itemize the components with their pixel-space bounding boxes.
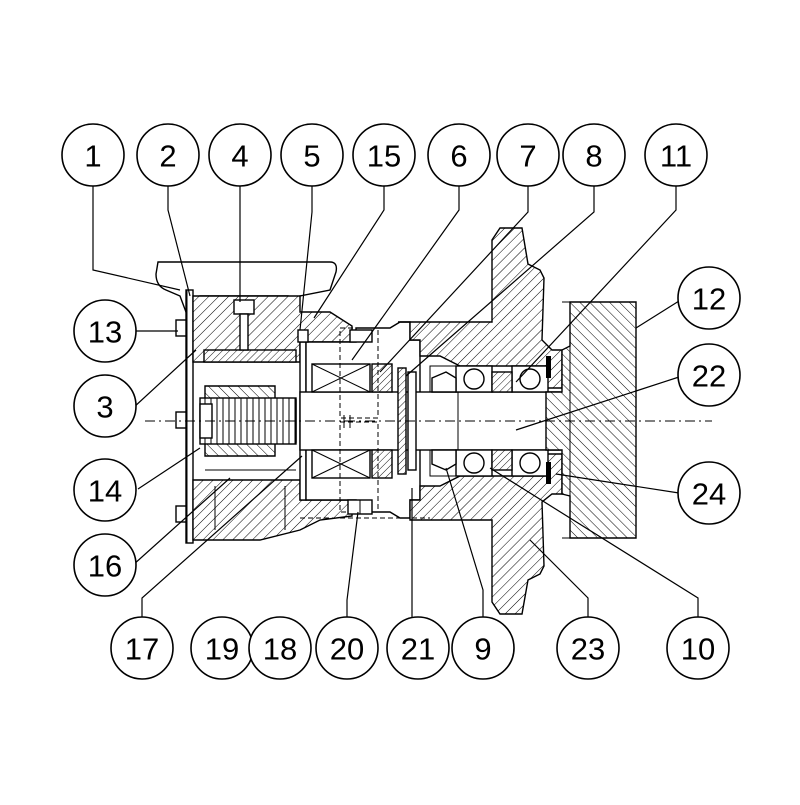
callout-23: 23: [556, 616, 620, 680]
callout-label: 15: [367, 139, 401, 174]
bearing-housing: [398, 227, 563, 389]
callout-circle: [386, 616, 450, 680]
drive-pulley: [545, 301, 637, 539]
plug-screw-head: [233, 299, 255, 315]
bearing-spacer-lower: [491, 449, 513, 471]
callout-12: 12: [677, 266, 741, 330]
callout-1: 1: [61, 123, 125, 187]
circlip-bottom: [546, 462, 551, 484]
callout-11: 11: [644, 123, 708, 187]
callout-label: 24: [692, 477, 726, 512]
callout-22: 22: [677, 343, 741, 407]
callout-label: 16: [88, 549, 122, 584]
callout-label: 4: [231, 139, 248, 174]
callout-8: 8: [562, 123, 626, 187]
callout-24: 24: [677, 461, 741, 525]
bearing-housing-lower: [409, 453, 563, 615]
callout-circle: [677, 266, 741, 330]
callout-3: 3: [73, 374, 137, 438]
callout-circle: [427, 123, 491, 187]
callout-circle: [73, 374, 137, 438]
callout-5: 5: [280, 123, 344, 187]
callout-4: 4: [208, 123, 272, 187]
bearing-spacer: [491, 371, 513, 393]
phantom-outline-top: [339, 327, 379, 419]
callout-label: 8: [585, 139, 602, 174]
seal-cartridge-bottom: [311, 449, 393, 479]
ball-bearing-rear: [511, 365, 549, 477]
callout-label: 22: [692, 359, 726, 394]
callout-circle: [248, 616, 312, 680]
callout-14: 14: [73, 458, 137, 522]
callout-circle: [73, 533, 137, 597]
callout-21: 21: [386, 616, 450, 680]
cam: [203, 349, 297, 363]
callout-17: 17: [110, 616, 174, 680]
callout-18: 18: [248, 616, 312, 680]
callout-label: 7: [519, 139, 536, 174]
callout-2: 2: [136, 123, 200, 187]
callout-circle: [677, 461, 741, 525]
callout-label: 17: [125, 632, 159, 667]
callout-circle: [110, 616, 174, 680]
leader-lines: [92, 186, 699, 617]
plug-screw-shank: [239, 313, 249, 351]
callout-circle: [644, 123, 708, 187]
oil-seal-top: [431, 371, 457, 393]
callout-label: 13: [88, 315, 122, 350]
callout-circle: [677, 343, 741, 407]
callout-label: 9: [474, 632, 491, 667]
callout-circle: [73, 299, 137, 363]
callout-19: 19: [190, 616, 254, 680]
callout-circle: [315, 616, 379, 680]
cover-screw-top: [175, 319, 187, 337]
o-ring: [297, 329, 309, 343]
callout-label: 19: [205, 632, 239, 667]
callout-20: 20: [315, 616, 379, 680]
callout-circle: [61, 123, 125, 187]
callout-7: 7: [496, 123, 560, 187]
callout-label: 23: [571, 632, 605, 667]
callout-9: 9: [451, 616, 515, 680]
callout-13: 13: [73, 299, 137, 363]
end-cover-plate: [185, 289, 194, 544]
callout-label: 12: [692, 282, 726, 317]
callout-circle: [556, 616, 620, 680]
callout-label: 1: [84, 139, 101, 174]
callout-label: 5: [303, 139, 320, 174]
callout-label: 2: [159, 139, 176, 174]
pump-drawing: [145, 227, 712, 615]
callout-15: 15: [352, 123, 416, 187]
callout-circle: [496, 123, 560, 187]
ball-bearing-front: [455, 365, 493, 477]
callout-6: 6: [427, 123, 491, 187]
oil-seal-bottom: [431, 449, 457, 471]
callout-label: 10: [681, 632, 715, 667]
callout-label: 11: [660, 139, 692, 174]
callout-label: 6: [450, 139, 467, 174]
callout-10: 10: [666, 616, 730, 680]
callout-label: 21: [401, 632, 435, 667]
callout-label: 14: [88, 474, 122, 509]
callout-circle: [666, 616, 730, 680]
circlip-top: [546, 356, 551, 378]
callout-circle: [280, 123, 344, 187]
callout-16: 16: [73, 533, 137, 597]
callout-label: 3: [96, 390, 113, 425]
callout-circle: [136, 123, 200, 187]
cover-screw-mid: [175, 411, 187, 429]
callout-circle: [208, 123, 272, 187]
seal-cartridge-top: [311, 363, 393, 393]
callout-circle: [352, 123, 416, 187]
callout-circle: [73, 458, 137, 522]
callout-circle: [562, 123, 626, 187]
callout-label: 20: [330, 632, 364, 667]
callout-circle: [451, 616, 515, 680]
callout-label: 18: [263, 632, 297, 667]
